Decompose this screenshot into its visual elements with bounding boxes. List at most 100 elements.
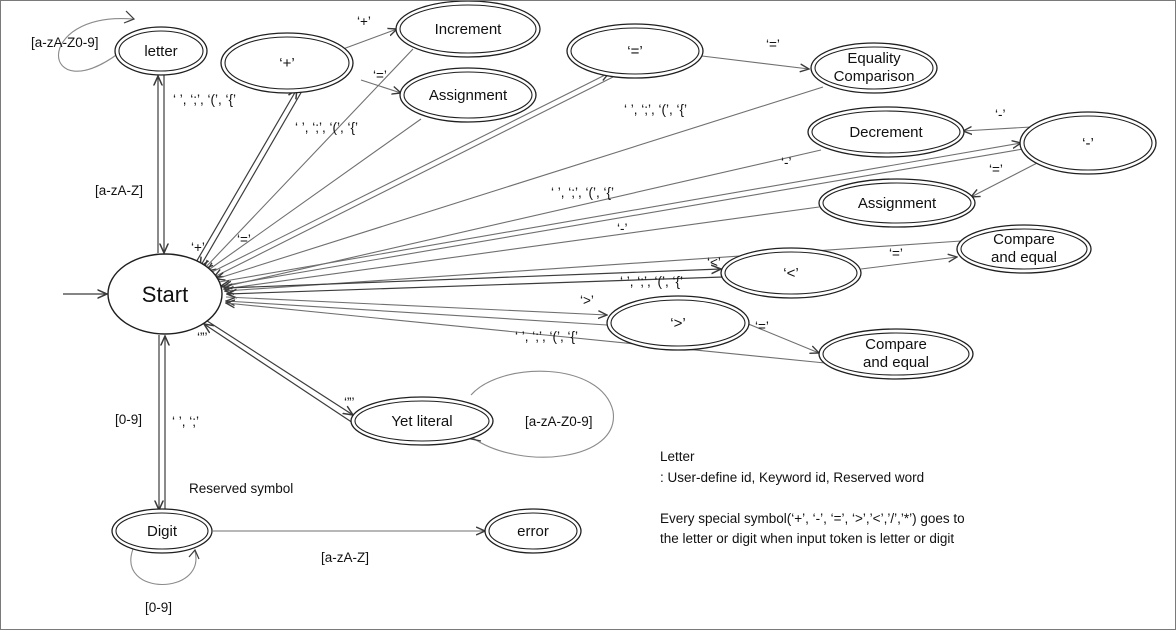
label-minus-to-assignment: ‘=’ (989, 162, 1003, 177)
edge-gt-compare (745, 322, 819, 353)
state-assignment-minus-label: Assignment (858, 195, 937, 212)
edge-decrement-start (223, 149, 822, 287)
state-plus: ‘+’ (220, 32, 354, 94)
label-equal-to-equality: ‘=’ (766, 37, 780, 52)
label-plus-to-assignment: ‘=’ (373, 68, 387, 83)
state-minus: ‘-’ (1019, 111, 1157, 175)
edge-assignment-start (207, 118, 422, 271)
label-literal-quote: ‘”’ (344, 395, 355, 410)
edge-start-literal (200, 316, 353, 415)
label-start-to-lt: ‘-’ (617, 221, 628, 236)
label-gt-to-start: ‘ ’, ‘;’, ‘(’, ‘{’ (515, 329, 578, 344)
label-digit-loop: [0-9] (145, 600, 172, 615)
edge-minus-decrement (963, 127, 1032, 131)
state-minus-label: ‘-’ (1082, 135, 1094, 152)
label-digit-to-start: ‘ ’, ‘;’ (172, 414, 199, 429)
edge-equality-start (216, 86, 824, 279)
label-equal-to-start: ‘ ’, ‘;’, ‘(’, ‘{’ (624, 102, 687, 117)
state-compare-equal-lt: Compare and equal (956, 224, 1092, 274)
state-gt: ‘>’ (606, 295, 750, 351)
state-compare-equal-gt: Compare and equal (818, 328, 974, 380)
state-letter-label: letter (144, 43, 177, 60)
label-plus-to-start: ‘ ’, ‘;’, ‘(’, ‘{’ (295, 120, 358, 135)
edge-compare2-start (226, 303, 826, 364)
state-digit-label: Digit (147, 523, 178, 540)
state-equality-comparison: Equality Comparison (810, 42, 938, 94)
edge-equal-equality (701, 55, 809, 69)
edge-start-gt (225, 296, 607, 315)
letter-loop-arrowhead (123, 10, 136, 24)
edge-lt-compare (860, 257, 957, 270)
edge-plus-increment (342, 29, 397, 50)
edge-gt-start (226, 301, 608, 326)
state-compare-lt-label-1: Compare (993, 231, 1055, 248)
note-line-2: : User-define id, Keyword id, Reserved w… (660, 470, 924, 485)
label-start-literal-quote: ‘”’ (197, 330, 208, 345)
state-equal: ‘=’ (566, 23, 704, 79)
label-start-to-plus: ‘+’ (191, 240, 205, 255)
edge-start-minus (218, 143, 1021, 283)
state-error-label: error (517, 523, 549, 540)
literal-self-loop (470, 370, 614, 458)
state-increment-label: Increment (435, 21, 503, 38)
label-plus-to-increment: ‘+’ (357, 14, 371, 29)
label-start-to-gt: ‘>’ (580, 293, 594, 308)
label-reserved-symbol: Reserved symbol (189, 481, 293, 496)
state-assignment-minus: Assignment (818, 178, 976, 228)
state-start: Start (107, 253, 223, 335)
edge-lt-start (227, 276, 724, 294)
label-minus-to-decrement: ‘-’ (995, 107, 1006, 122)
state-gt-label: ‘>’ (670, 315, 685, 332)
state-decrement: Decrement (807, 106, 965, 158)
edge-start-equal (209, 73, 609, 274)
edge-equal-start (214, 76, 614, 277)
label-literal-loop: [a-zA-Z0-9] (525, 414, 593, 429)
state-equality-label-1: Equality (847, 50, 901, 67)
state-assignment-plus: Assignment (399, 67, 537, 123)
state-assignment-plus-label: Assignment (429, 87, 508, 104)
state-compare-gt-label-2: and equal (863, 354, 929, 371)
label-letter-loop: [a-zA-Z0-9] (31, 35, 99, 50)
state-plus-label: ‘+’ (279, 55, 294, 72)
state-digit: Digit (111, 508, 213, 554)
edge-start-lt (225, 269, 721, 289)
edge-minus-start (221, 148, 1024, 286)
edge-assignment2-start (224, 206, 820, 289)
note-line-1: Letter (660, 449, 695, 464)
note-line-4: the letter or digit when input token is … (660, 531, 954, 546)
state-error: error (484, 508, 582, 554)
state-start-label: Start (142, 282, 188, 307)
note-line-3: Every special symbol(‘+’, ‘-’, ‘=’, ‘>’,… (660, 511, 965, 526)
edge-increment-start (204, 48, 414, 269)
state-yet-literal: Yet literal (350, 396, 494, 446)
state-yet-literal-label: Yet literal (391, 413, 452, 430)
state-equal-label: ‘=’ (627, 43, 642, 60)
state-decrement-label: Decrement (849, 124, 923, 141)
label-lt-edge: ‘<’ (707, 255, 721, 270)
digit-self-loop (130, 548, 197, 586)
state-compare-lt-label-2: and equal (991, 249, 1057, 266)
state-compare-gt-label-1: Compare (865, 336, 927, 353)
digit-loop-arrowhead (188, 548, 200, 560)
state-equality-label-2: Comparison (834, 68, 915, 85)
label-digit-to-error: [a-zA-Z] (321, 550, 369, 565)
label-lt-to-compare: ‘=’ (889, 246, 903, 261)
edge-plus-assignment (360, 79, 401, 93)
label-start-to-letter: [a-zA-Z] (95, 183, 143, 198)
edge-compare1-start (225, 240, 962, 291)
label-letter-to-start: ‘ ’, ‘;’, ‘(’, ‘{’ (173, 92, 236, 107)
label-minus-to-start: ‘ ’, ‘;’, ‘(’, ‘{’ (551, 185, 614, 200)
label-start-to-minus: ‘-’ (781, 155, 792, 170)
letter-self-loop (57, 18, 134, 72)
state-letter: letter (114, 26, 208, 76)
state-lt-label: ‘<’ (783, 265, 798, 282)
edge-minus-assignment (971, 160, 1042, 197)
edge-plus-start (200, 90, 303, 267)
label-gt-to-compare: ‘=’ (755, 319, 769, 334)
state-lt: ‘<’ (720, 247, 862, 299)
label-lt-to-start: ‘ ’, ‘;’, ‘(’, ‘{’ (620, 274, 683, 289)
label-start-to-digit: [0-9] (115, 412, 142, 427)
edge-literal-start (204, 324, 354, 424)
